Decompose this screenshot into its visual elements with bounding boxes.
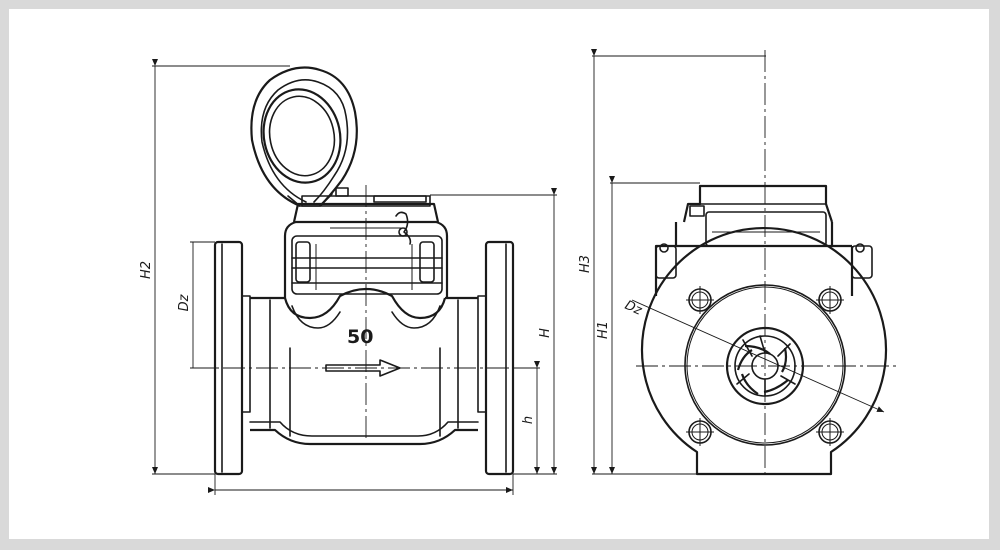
drawing-frame	[9, 9, 989, 539]
register-top	[292, 202, 440, 223]
seal-wire	[395, 211, 412, 245]
register-body	[283, 220, 449, 298]
front-view: H3 H1 Dz	[578, 49, 900, 478]
front-body	[654, 222, 854, 296]
side-view: 50 H2 Dz H h	[139, 59, 557, 495]
dim-h3-label: H3	[578, 255, 593, 273]
register-lid	[250, 66, 358, 208]
lid-glass	[262, 88, 342, 184]
dim-dz-left-label: Dz	[177, 293, 192, 311]
body-saddle	[283, 287, 447, 320]
bolt-holes	[686, 286, 844, 446]
pipe-body-bottom	[250, 428, 478, 446]
dim-h-label: H	[538, 328, 553, 338]
dim-h2-label: H2	[139, 261, 154, 279]
left-flange-neck	[241, 295, 251, 413]
dim-h1-label: H1	[596, 321, 611, 339]
flow-direction-arrow	[325, 359, 401, 377]
front-flange-face	[684, 284, 846, 446]
impeller	[725, 326, 805, 406]
right-flange-neck	[477, 295, 487, 413]
left-flange	[213, 240, 244, 476]
right-flange	[484, 240, 515, 476]
dim-h-small-label: h	[521, 416, 536, 424]
front-flange-outline	[640, 226, 888, 476]
dim-dz-right-label: Dz	[622, 298, 645, 319]
dim-dz-right-line	[631, 299, 885, 413]
nominal-size-label: 50	[347, 326, 373, 348]
